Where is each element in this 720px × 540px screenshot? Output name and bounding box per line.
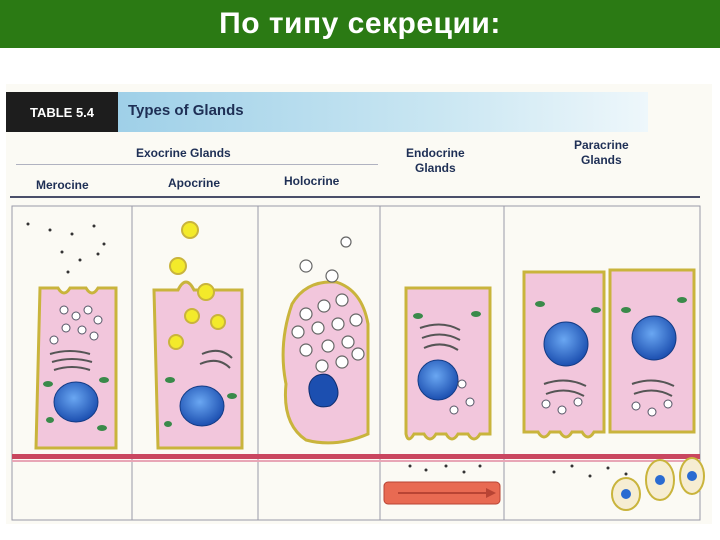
endocrine-cell (383, 286, 501, 505)
exocrine-group-label: Exocrine Glands (136, 146, 231, 160)
column-label-merocine: Merocine (36, 178, 89, 192)
panel-frames (11, 205, 701, 521)
column-label-apocrine: Apocrine (168, 176, 221, 190)
column-label-holocrine: Holocrine (284, 174, 340, 188)
apocrine-cell (152, 221, 244, 450)
gland-cells-illustration (11, 205, 705, 521)
holocrine-cell (281, 236, 370, 445)
slide-title-bar: По типу секреции: (0, 0, 720, 48)
header-divider (10, 196, 700, 198)
table-heading-banner: Types of Glands (118, 92, 648, 132)
column-label-paracrine: Paracrine Glands (574, 138, 629, 168)
slide-title: По типу секреции: (219, 7, 501, 40)
endocrine-label-line1: Endocrine (406, 146, 465, 160)
exocrine-group-rule (16, 164, 378, 165)
paracrine-label-line1: Paracrine (574, 138, 629, 152)
table-label: TABLE 5.4 (6, 92, 118, 132)
paracrine-label-line2: Glands (581, 153, 622, 167)
endocrine-label-line2: Glands (415, 161, 456, 175)
column-label-endocrine: Endocrine Glands (406, 146, 465, 176)
basement-membrane (12, 454, 700, 462)
paracrine-cells (522, 268, 705, 511)
blood-vessel (383, 481, 501, 505)
merocine-cell (26, 222, 118, 450)
gland-types-figure: TABLE 5.4 Types of Glands Exocrine Gland… (6, 84, 712, 524)
table-heading: Types of Glands (128, 102, 244, 119)
